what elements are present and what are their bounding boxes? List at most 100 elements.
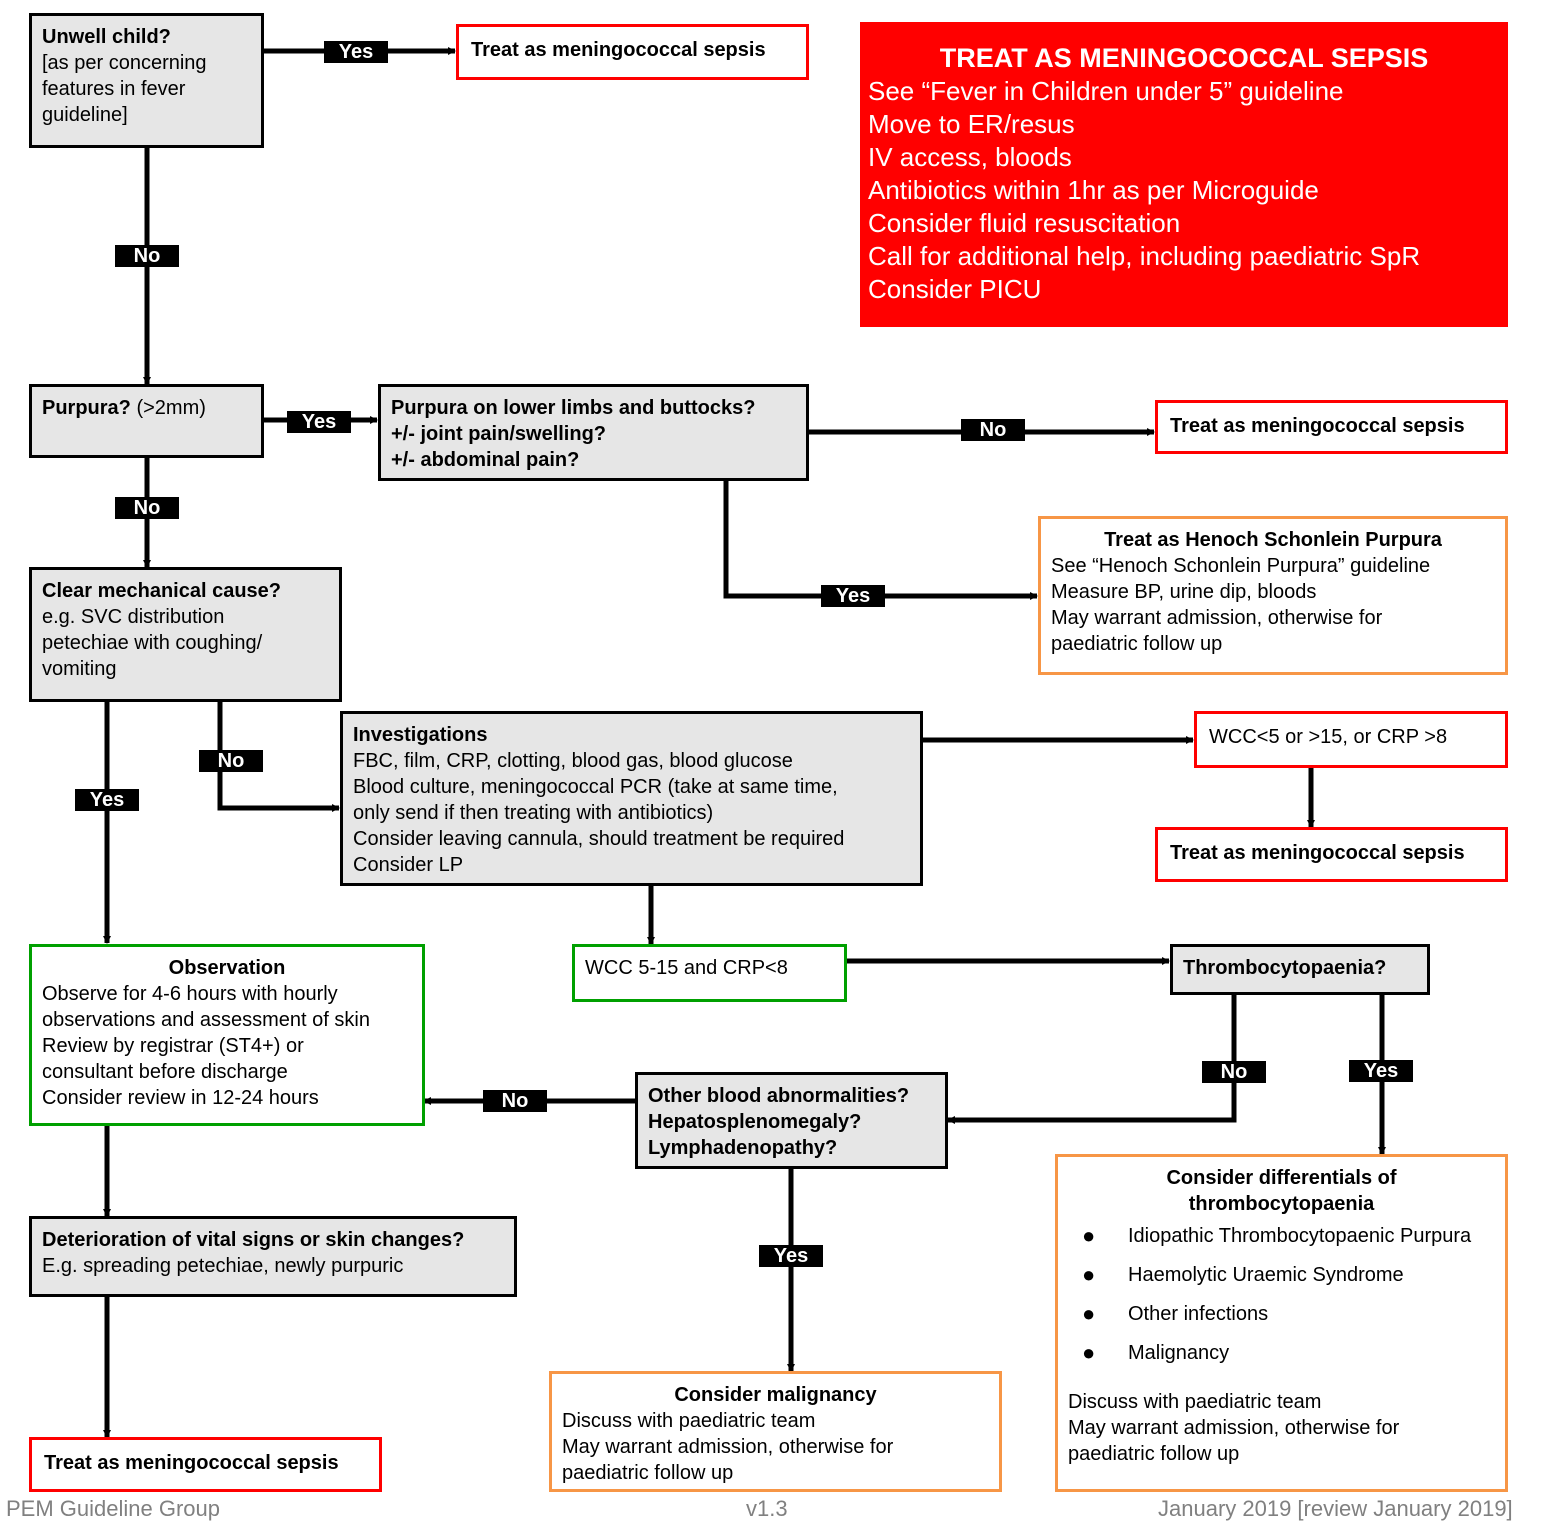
differentials-title: thrombocytopaenia <box>1188 1193 1375 1215</box>
no-label: No <box>115 245 179 267</box>
treat-meningococcal-label: Treat as meningococcal sepsis <box>1170 415 1465 437</box>
protocol-step: See “Fever in Children under 5” guidelin… <box>868 76 1344 106</box>
protocol-step: Move to ER/resus <box>868 109 1075 139</box>
list-item: ●Haemolytic Uraemic Syndrome <box>1082 1262 1404 1287</box>
arrow-mechanical-no <box>217 701 340 812</box>
protocol-title: TREAT AS MENINGOCOCCAL SEPSIS <box>939 43 1429 73</box>
deterioration-box: Deterioration of vital signs or skin cha… <box>29 1216 517 1297</box>
observation-title: Observation <box>168 957 286 979</box>
treat-meningococcal-box-bottom: Treat as meningococcal sepsis <box>29 1437 382 1492</box>
hsp-line: Measure BP, urine dip, bloods <box>1051 581 1317 603</box>
investigations-line: Blood culture, meningococcal PCR (take a… <box>353 776 838 798</box>
differentials-line: paediatric follow up <box>1068 1443 1240 1465</box>
investigations-box: Investigations FBC, film, CRP, clotting,… <box>340 711 923 886</box>
treat-meningococcal-label: Treat as meningococcal sepsis <box>1170 842 1465 864</box>
arrow-thrombo-no <box>947 993 1237 1124</box>
treat-meningococcal-box-right: Treat as meningococcal sepsis <box>1155 400 1508 454</box>
footer-date: January 2019 [review January 2019] <box>1158 1496 1513 1521</box>
observation-box: Observation Observe for 4-6 hours with h… <box>29 944 425 1126</box>
protocol-step: Consider PICU <box>868 274 1042 304</box>
wcc-abnormal-box: WCC<5 or >15, or CRP >8 <box>1194 711 1508 768</box>
purpura-lower-line: +/- abdominal pain? <box>391 449 580 471</box>
yes-label: Yes <box>75 789 139 811</box>
hsp-box: Treat as Henoch Schonlein Purpura See “H… <box>1038 516 1508 675</box>
list-item: ●Idiopathic Thrombocytopaenic Purpura <box>1082 1223 1472 1248</box>
unwell-child-title: Unwell child? <box>42 26 171 48</box>
purpura-size: (>2mm) <box>130 397 206 419</box>
hsp-line: paediatric follow up <box>1051 633 1223 655</box>
unwell-child-line: features in fever <box>42 78 186 100</box>
treat-meningococcal-box-wcc: Treat as meningococcal sepsis <box>1155 827 1508 882</box>
no-label: No <box>115 497 179 519</box>
observation-line: Review by registrar (ST4+) or <box>42 1035 304 1057</box>
differentials-box: Consider differentials of thrombocytopae… <box>1055 1154 1508 1492</box>
no-label: No <box>961 419 1025 441</box>
footer-author: PEM Guideline Group <box>6 1496 220 1521</box>
malignancy-box: Consider malignancy Discuss with paediat… <box>549 1371 1002 1492</box>
purpura-title: Purpura? <box>42 397 131 419</box>
yes-label: Yes <box>287 411 351 433</box>
observation-line: observations and assessment of skin <box>42 1009 370 1031</box>
investigations-title: Investigations <box>353 724 488 746</box>
wcc-normal-box: WCC 5-15 and CRP<8 <box>572 944 847 1002</box>
bullet-icon: ● <box>1082 1340 1096 1365</box>
other-blood-line: Other blood abnormalities? <box>648 1085 910 1107</box>
no-label: No <box>1202 1061 1266 1083</box>
protocol-step: Call for additional help, including paed… <box>868 241 1421 271</box>
wcc-normal-label: WCC 5-15 and CRP<8 <box>585 957 788 979</box>
yes-label: Yes <box>821 585 885 607</box>
observation-line: consultant before discharge <box>42 1061 288 1083</box>
protocol-step: IV access, bloods <box>868 142 1072 172</box>
arrow-lower-yes <box>723 480 1038 600</box>
other-blood-line: Lymphadenopathy? <box>648 1137 838 1159</box>
purpura-lower-limbs-box: Purpura on lower limbs and buttocks? +/-… <box>378 384 809 481</box>
wcc-abnormal-label: WCC<5 or >15, or CRP >8 <box>1209 726 1448 748</box>
yes-label: Yes <box>324 41 388 63</box>
malignancy-title: Consider malignancy <box>674 1384 877 1406</box>
deterioration-title: Deterioration of vital signs or skin cha… <box>42 1229 465 1251</box>
differentials-line: Discuss with paediatric team <box>1068 1391 1322 1413</box>
bullet-icon: ● <box>1082 1262 1096 1287</box>
hsp-line: See “Henoch Schonlein Purpura” guideline <box>1051 555 1431 577</box>
hsp-line: May warrant admission, otherwise for <box>1051 607 1383 629</box>
protocol-step: Antibiotics within 1hr as per Microguide <box>868 175 1319 205</box>
purpura-box: Purpura? (>2mm) <box>29 384 264 458</box>
thrombocytopaenia-label: Thrombocytopaenia? <box>1183 957 1387 979</box>
list-item: ●Malignancy <box>1082 1340 1230 1365</box>
investigations-line: only send if then treating with antibiot… <box>353 802 714 824</box>
treat-meningococcal-label: Treat as meningococcal sepsis <box>471 39 766 61</box>
differentials-title: Consider differentials of <box>1166 1167 1397 1189</box>
yes-label: Yes <box>1349 1060 1413 1082</box>
differentials-list: ●Idiopathic Thrombocytopaenic Purpura ●H… <box>1068 1223 1495 1366</box>
unwell-child-line: guideline] <box>42 104 128 126</box>
mechanical-line: vomiting <box>42 658 117 680</box>
purpura-lower-line: +/- joint pain/swelling? <box>391 423 607 445</box>
mechanical-line: e.g. SVC distribution <box>42 606 225 628</box>
malignancy-line: paediatric follow up <box>562 1462 734 1484</box>
yes-label: Yes <box>759 1245 823 1267</box>
bullet-icon: ● <box>1082 1301 1096 1326</box>
other-blood-abnormalities-box: Other blood abnormalities? Hepatosplenom… <box>635 1072 948 1169</box>
bullet-icon: ● <box>1082 1223 1096 1248</box>
deterioration-line: E.g. spreading petechiae, newly purpuric <box>42 1255 404 1277</box>
no-label: No <box>199 750 263 772</box>
observation-line: Consider review in 12-24 hours <box>42 1087 319 1109</box>
footer-version: v1.3 <box>746 1496 788 1521</box>
meningococcal-sepsis-protocol-box: TREAT AS MENINGOCOCCAL SEPSIS See “Fever… <box>860 22 1508 327</box>
thrombocytopaenia-box: Thrombocytopaenia? <box>1170 944 1430 995</box>
unwell-child-box: Unwell child? [as per concerning feature… <box>29 13 264 148</box>
treat-meningococcal-label: Treat as meningococcal sepsis <box>44 1452 339 1474</box>
mechanical-line: petechiae with coughing/ <box>42 632 263 654</box>
investigations-line: FBC, film, CRP, clotting, blood gas, blo… <box>353 750 793 772</box>
differentials-line: May warrant admission, otherwise for <box>1068 1417 1400 1439</box>
purpura-lower-line: Purpura on lower limbs and buttocks? <box>391 397 756 419</box>
mechanical-cause-box: Clear mechanical cause? e.g. SVC distrib… <box>29 567 342 702</box>
observation-line: Observe for 4-6 hours with hourly <box>42 983 338 1005</box>
investigations-line: Consider leaving cannula, should treatme… <box>353 828 845 850</box>
no-label: No <box>483 1090 547 1112</box>
protocol-step: Consider fluid resuscitation <box>868 208 1181 238</box>
other-blood-line: Hepatosplenomegaly? <box>648 1111 862 1133</box>
investigations-line: Consider LP <box>353 854 464 876</box>
malignancy-line: May warrant admission, otherwise for <box>562 1436 894 1458</box>
list-item: ●Other infections <box>1082 1301 1269 1326</box>
